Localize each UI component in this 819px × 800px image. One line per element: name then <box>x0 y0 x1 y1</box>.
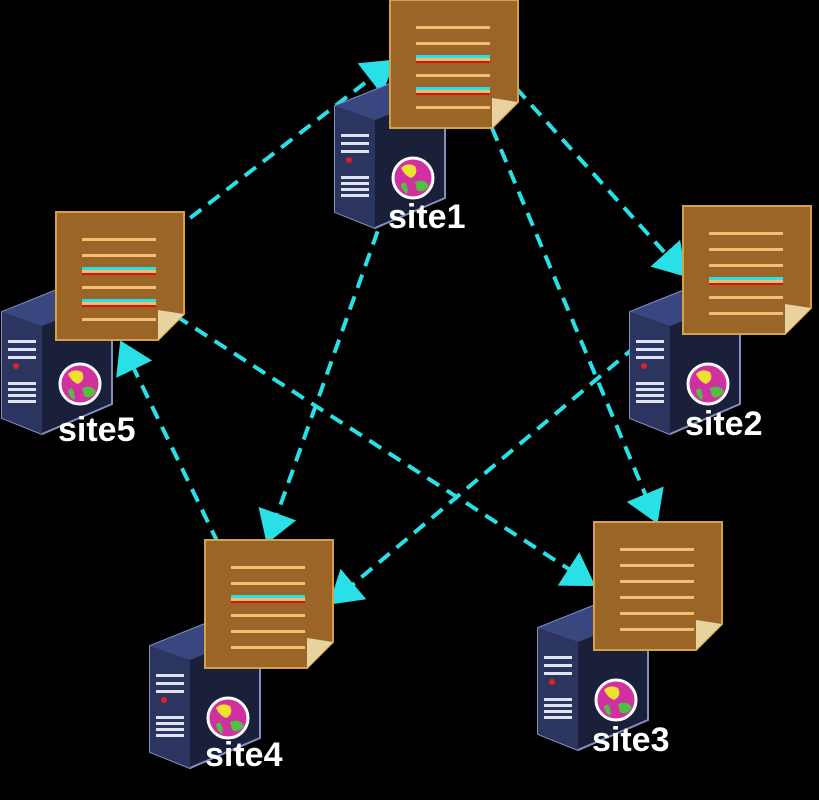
link-site4-to-site5 <box>116 340 220 544</box>
note-line <box>620 580 694 583</box>
note-link-line <box>82 267 156 270</box>
note-link-line <box>231 595 305 598</box>
note-line <box>231 566 305 569</box>
note-line <box>709 312 783 315</box>
site-node-site2[interactable]: site2 <box>629 205 812 443</box>
note-line <box>82 254 156 257</box>
note-line <box>416 90 490 93</box>
site-label: site3 <box>592 721 670 759</box>
note-line <box>709 296 783 299</box>
note-line <box>416 26 490 29</box>
note-line <box>231 598 305 601</box>
link-site5-to-site3 <box>174 314 596 587</box>
note-line <box>416 74 490 77</box>
note-line <box>82 238 156 241</box>
note-icon <box>593 521 723 651</box>
note-line <box>620 596 694 599</box>
note-icon <box>55 211 185 341</box>
note-line <box>620 628 694 631</box>
note-line <box>231 646 305 649</box>
note-link-line <box>416 87 490 90</box>
note-link-line <box>709 277 783 280</box>
globe-icon <box>391 156 435 200</box>
globe-icon <box>686 362 730 406</box>
site-label: site4 <box>205 736 283 774</box>
note-icon <box>389 0 519 129</box>
note-line <box>82 302 156 305</box>
note-line <box>416 106 490 109</box>
note-line <box>416 58 490 61</box>
globe-icon <box>58 362 102 406</box>
note-line <box>231 630 305 633</box>
note-line <box>620 564 694 567</box>
note-line <box>82 318 156 321</box>
server-icon <box>537 598 649 752</box>
note-icon <box>682 205 812 335</box>
note-line <box>709 232 783 235</box>
note-line <box>231 614 305 617</box>
note-line <box>709 264 783 267</box>
note-line <box>620 548 694 551</box>
site-label: site1 <box>388 198 466 236</box>
globe-icon <box>206 696 250 740</box>
site-label: site2 <box>685 405 763 443</box>
site-node-site5[interactable]: site5 <box>1 211 185 449</box>
link-site2-to-site4 <box>328 270 726 605</box>
link-site1-to-site2 <box>514 86 687 277</box>
note-line <box>82 286 156 289</box>
links-layer <box>116 59 726 605</box>
globe-icon <box>594 678 638 722</box>
site-node-site3[interactable]: site3 <box>537 521 723 759</box>
note-line <box>709 248 783 251</box>
note-link-line <box>416 55 490 58</box>
note-line <box>416 42 490 45</box>
link-site1-to-site3 <box>490 127 664 524</box>
note-line <box>231 582 305 585</box>
site-label: site5 <box>58 411 136 449</box>
link-site5-to-site1 <box>170 59 396 234</box>
site-node-site4[interactable]: site4 <box>149 539 334 774</box>
note-line <box>620 612 694 615</box>
note-line <box>82 270 156 273</box>
note-line <box>709 280 783 283</box>
link-site1-to-site4 <box>258 187 395 544</box>
site-node-site1[interactable]: site1 <box>334 0 519 236</box>
note-icon <box>204 539 334 669</box>
note-link-line <box>82 299 156 302</box>
sites-layer: site1 site2 site3 site4 site5 <box>1 0 812 774</box>
